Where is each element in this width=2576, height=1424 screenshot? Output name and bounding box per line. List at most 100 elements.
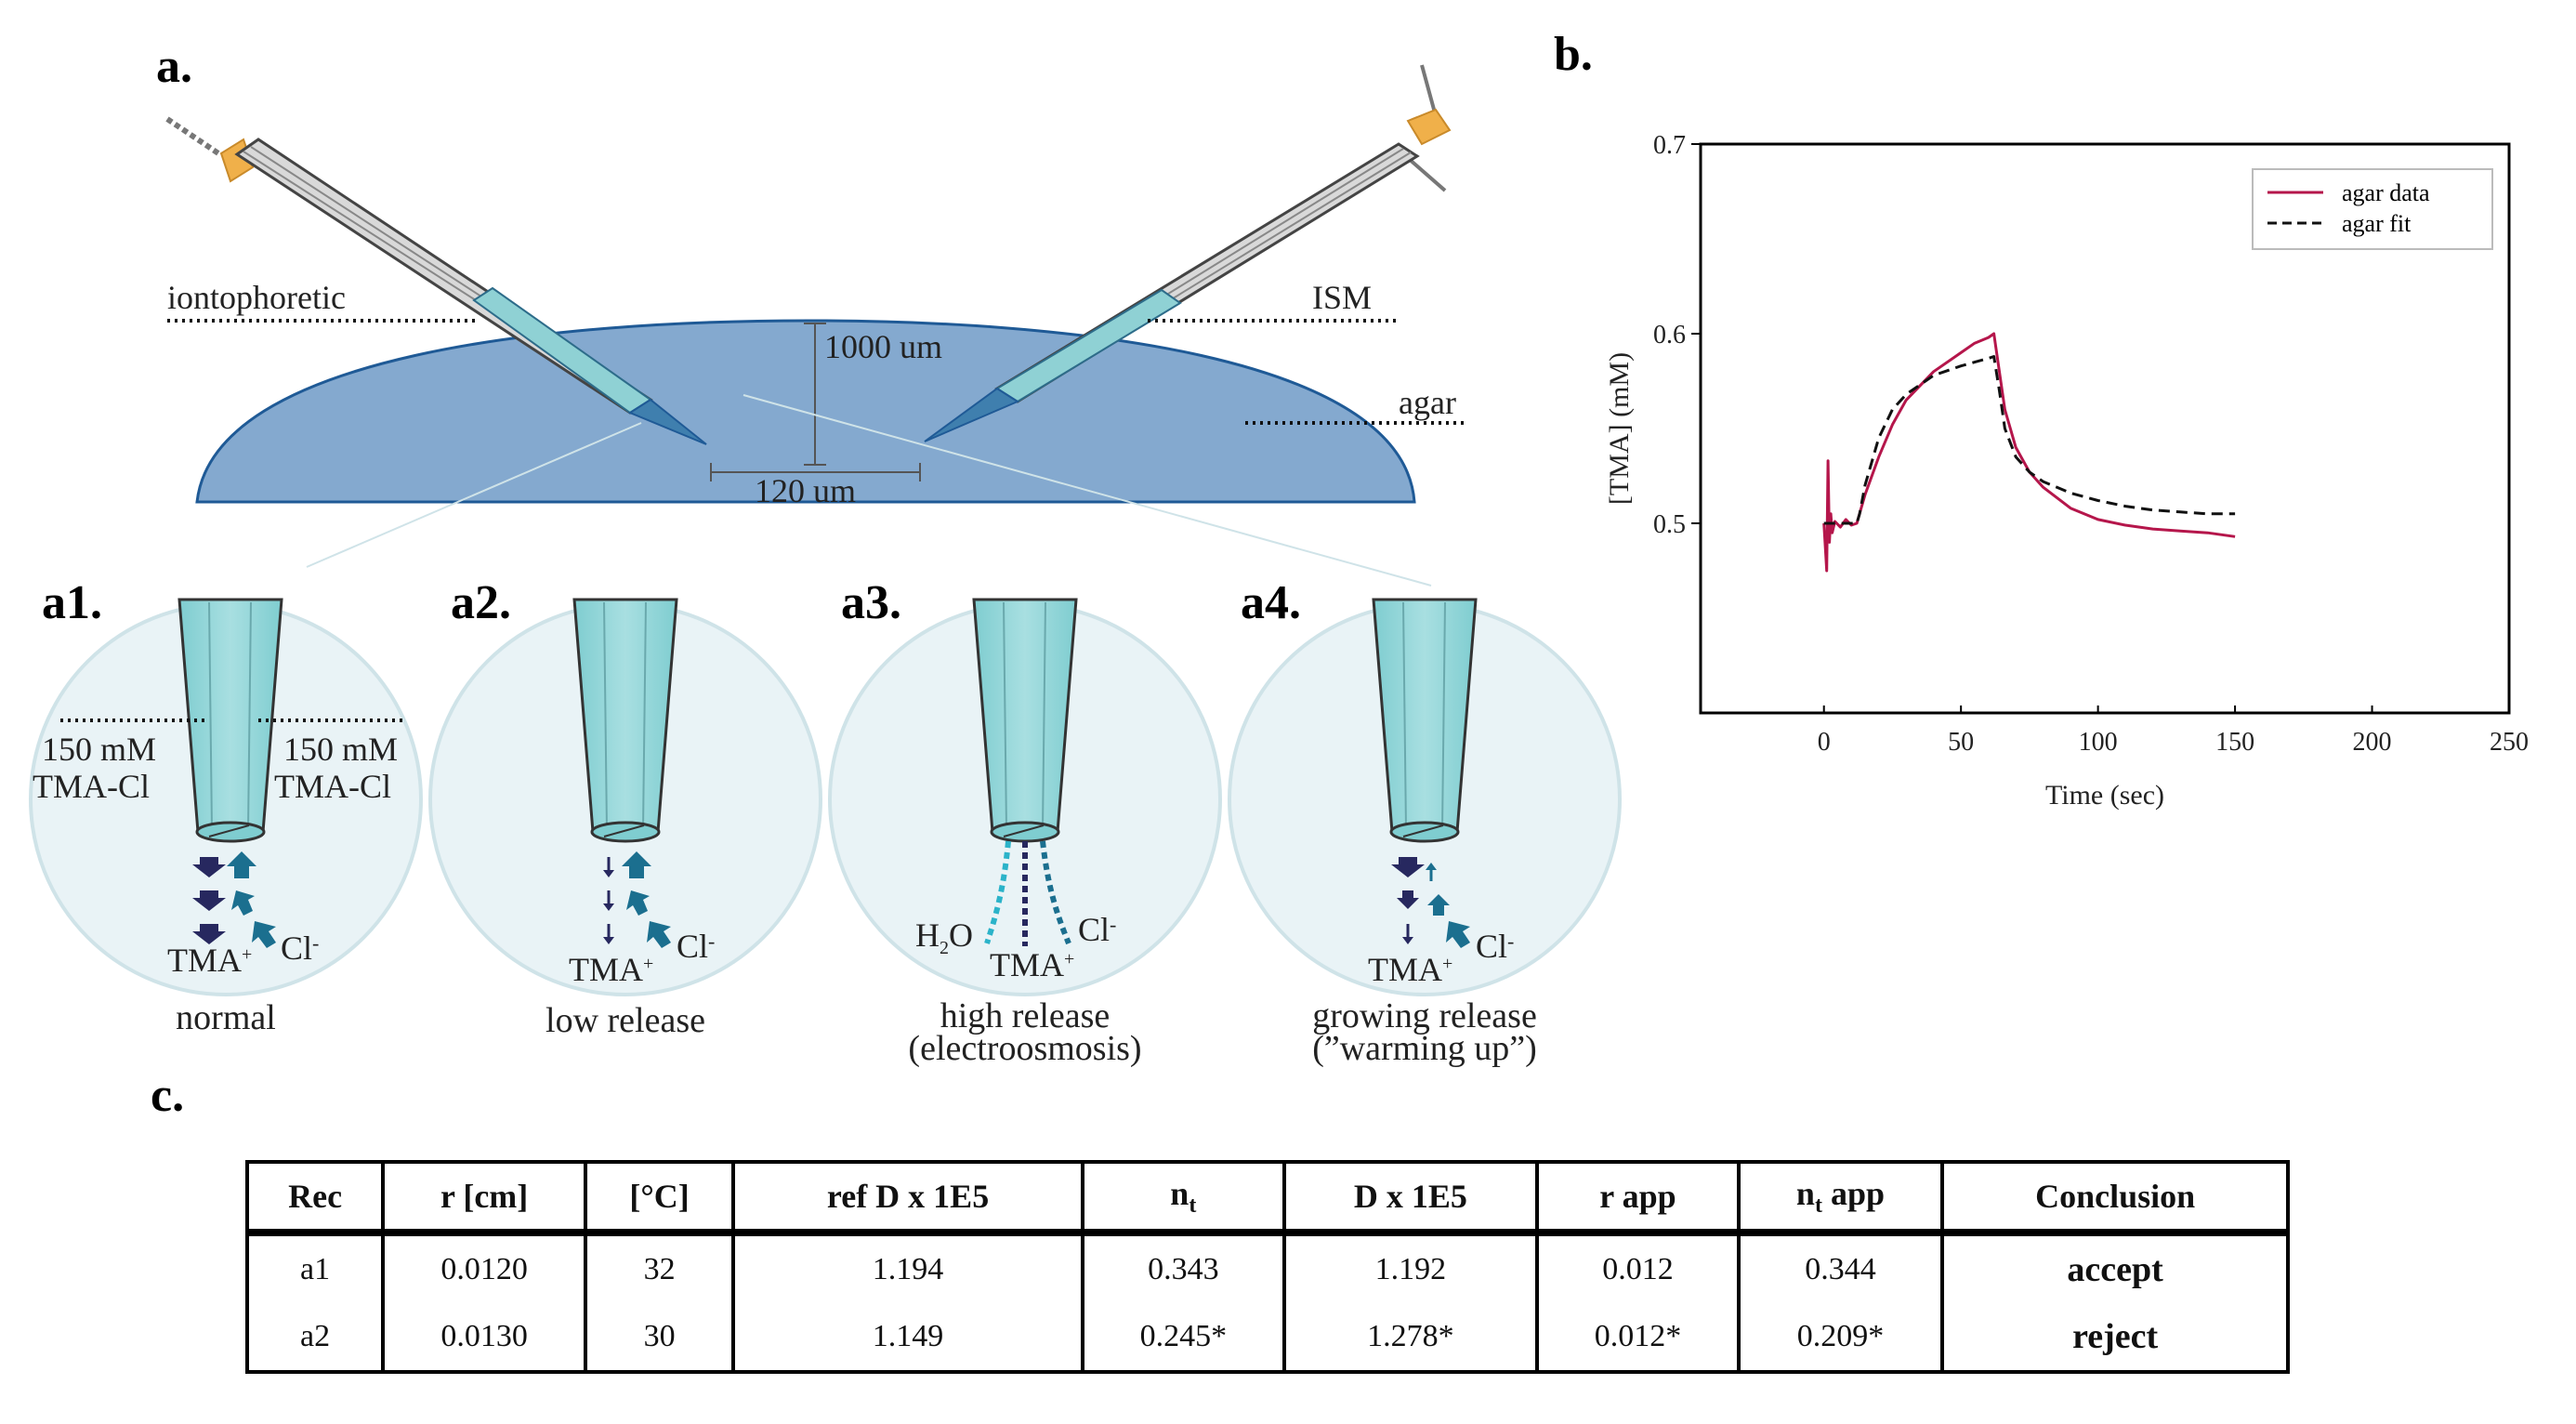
setup-illustration	[165, 64, 1466, 587]
cell-r: 0.0120	[383, 1233, 588, 1303]
chart-legend: agar data agar fit	[2252, 168, 2493, 250]
cell-d: 1.192	[1283, 1233, 1540, 1303]
zoom-circle-a4	[1228, 598, 1622, 996]
tma-outflow-small-arrow-a4	[1402, 924, 1413, 944]
cell-rec: a1	[247, 1233, 386, 1303]
cell-ref-d: 1.149	[732, 1303, 1085, 1372]
tma-charge-label: +	[643, 954, 653, 974]
y-tick-label: 0.6	[1653, 321, 1686, 349]
water-label-h: H	[915, 916, 940, 954]
cl-inflow-arrows-a1	[227, 851, 276, 948]
pipette-tip-a2	[572, 598, 678, 834]
legend-agar-fit: agar fit	[2342, 210, 2412, 237]
iontophoretic-label: iontophoretic	[167, 279, 346, 316]
svg-text:Cl-: Cl-	[1476, 928, 1514, 965]
cell-rec: a2	[247, 1303, 386, 1372]
series-line-agar-data	[1822, 332, 2236, 573]
x-tick-label: 50	[1948, 728, 1974, 757]
electrode-holder-right	[1406, 108, 1452, 146]
svg-text:Cl-: Cl-	[281, 930, 319, 967]
cell-nt: 0.343	[1083, 1233, 1286, 1303]
conc-right-line2: TMA-Cl	[274, 768, 391, 805]
tma-ion-label: TMA	[990, 946, 1064, 983]
agar-dome	[195, 319, 1416, 504]
panel-label-a: a.	[156, 40, 192, 93]
header-ref-d: ref D x 1E5	[732, 1162, 1085, 1236]
caption-a4-line2: (”warming up”)	[1312, 1029, 1537, 1068]
cl-charge-label: -	[708, 930, 715, 953]
cl-ion-label: Cl	[1476, 928, 1507, 965]
cell-nt-app: 0.344	[1738, 1233, 1945, 1303]
plot-lines	[1822, 332, 2236, 573]
ism-electrode	[924, 64, 1452, 442]
x-tick-label: 200	[2353, 728, 2392, 757]
zoom-circle-a1	[29, 598, 423, 996]
water-label-subscript: 2	[940, 938, 949, 958]
tma-ion-label: TMA	[569, 951, 643, 988]
svg-text:TMA+: TMA+	[167, 942, 252, 979]
conc-left-line1: 150 mM	[42, 731, 156, 768]
cell-d: 1.278*	[1283, 1303, 1540, 1372]
cl-inflow-arrows-a4	[1426, 863, 1470, 948]
svg-text:TMA+: TMA+	[569, 951, 653, 988]
tma-outflow-arrows-a4	[1391, 857, 1425, 909]
panel-label-a4: a4.	[1241, 576, 1301, 629]
y-axis-label: [TMA] (mM)	[1604, 352, 1635, 505]
x-tick-label: 250	[2490, 728, 2529, 757]
header-rec: Rec	[247, 1162, 386, 1236]
spacing-label: 120 um	[755, 472, 856, 509]
pipette-tip-a3	[972, 598, 1078, 834]
header-r: r [cm]	[383, 1162, 588, 1236]
cl-charge-label: -	[1507, 930, 1514, 953]
tma-charge-label: +	[1442, 954, 1452, 974]
tma-outflow-arrows-a2	[603, 857, 614, 944]
panel-label-a1: a1.	[42, 576, 102, 629]
cell-conclusion: accept	[2067, 1250, 2163, 1289]
zoom-circle-a2	[428, 598, 822, 996]
water-label-o: O	[949, 916, 973, 954]
svg-text:TMA+: TMA+	[990, 946, 1074, 983]
header-r-app: r app	[1537, 1162, 1741, 1236]
tma-charge-label: +	[242, 944, 252, 965]
tma-ion-label: TMA	[1368, 951, 1442, 988]
pipette-tip-a4	[1372, 598, 1478, 834]
cl-ion-label: Cl	[281, 930, 312, 967]
pipette-tip-a1	[177, 598, 283, 834]
cl-ion-label: Cl	[677, 928, 708, 965]
cell-r-app: 0.012	[1537, 1233, 1741, 1303]
cl-ion-label: Cl	[1078, 911, 1110, 948]
x-tick-label: 150	[2215, 728, 2254, 757]
caption-a4-line1: growing release	[1312, 996, 1537, 1035]
conc-right-line1: 150 mM	[283, 731, 398, 768]
zoom-circle-a3	[828, 598, 1222, 996]
plot-frame	[1699, 142, 2511, 715]
panel-label-c: c.	[151, 1069, 184, 1122]
cell-nt-app: 0.209*	[1738, 1303, 1945, 1372]
cell-conclusion: reject	[2072, 1317, 2159, 1356]
cell-temp: 30	[585, 1303, 735, 1372]
header-conclusion: Conclusion	[1942, 1162, 2288, 1236]
x-axis-label: Time (sec)	[2045, 780, 2164, 811]
table-row: a1 0.0120 32 1.194 0.343 1.192 0.012 0.3…	[247, 1233, 2288, 1303]
svg-text:Cl-: Cl-	[1078, 911, 1116, 948]
depth-label: 1000 um	[824, 328, 942, 365]
header-nt-app: nt app	[1738, 1162, 1945, 1236]
header-nt: nt	[1083, 1162, 1286, 1236]
table-header-row: Rec r [cm] [°C] ref D x 1E5 nt D x 1E5 r…	[247, 1162, 2288, 1236]
cl-charge-label: -	[312, 931, 319, 955]
caption-a1: normal	[176, 998, 276, 1037]
caption-a2: low release	[545, 1001, 705, 1040]
series-line-agar-fit	[1823, 355, 2236, 525]
cell-temp: 32	[585, 1233, 735, 1303]
x-tick-label: 0	[1818, 728, 1831, 757]
ism-label: ISM	[1312, 279, 1372, 316]
cell-r-app: 0.012*	[1537, 1303, 1741, 1372]
cell-ref-d: 1.194	[732, 1233, 1085, 1303]
panel-label-b: b.	[1554, 28, 1593, 81]
tma-ion-label: TMA	[167, 942, 242, 979]
panel-label-a2: a2.	[451, 576, 511, 629]
svg-text:TMA+: TMA+	[1368, 951, 1452, 988]
tma-outflow-arrows-a1	[192, 857, 226, 944]
